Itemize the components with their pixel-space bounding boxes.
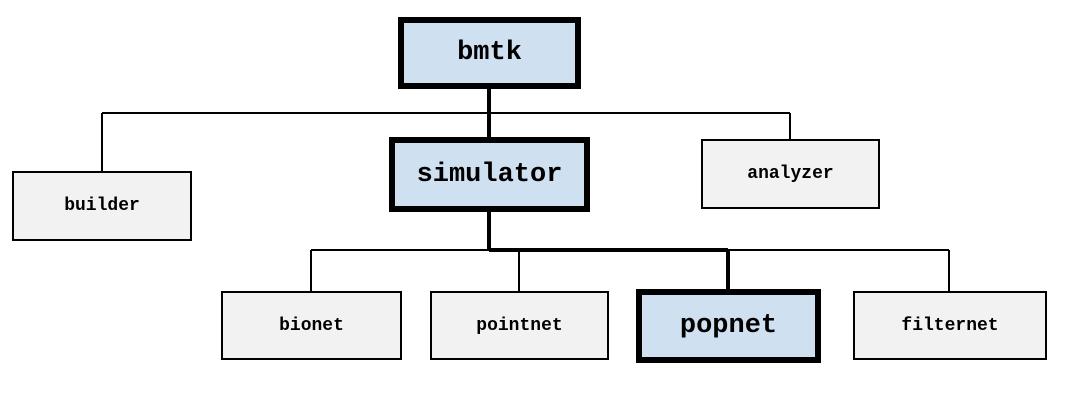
node-filternet: filternet	[853, 291, 1047, 360]
node-simulator: simulator	[389, 137, 590, 212]
node-builder: builder	[12, 171, 192, 241]
node-analyzer: analyzer	[701, 139, 880, 209]
node-bmtk: bmtk	[398, 17, 581, 89]
node-popnet: popnet	[636, 289, 821, 363]
node-pointnet: pointnet	[430, 291, 609, 360]
node-bionet: bionet	[221, 291, 402, 360]
